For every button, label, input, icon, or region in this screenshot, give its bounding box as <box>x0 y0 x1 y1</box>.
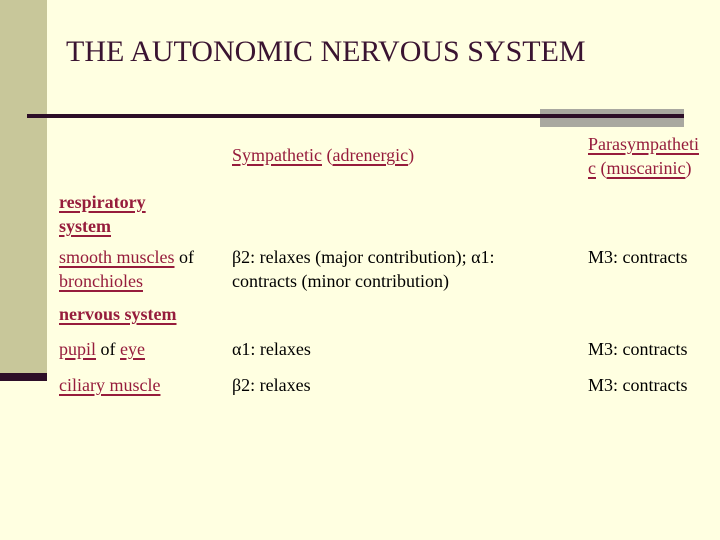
side-accent-bar <box>0 0 47 373</box>
cell-parasympathetic: M3: contracts <box>588 373 719 397</box>
text-run: contracts (minor contribution) <box>232 271 449 291</box>
row-respiratory-system: respiratory system <box>59 190 719 245</box>
text-run: α1: relaxes <box>232 339 311 359</box>
header-sympathetic: Sympathetic (adrenergic) <box>232 128 588 167</box>
text-run: ) <box>685 158 692 178</box>
cell-label: ciliary muscle <box>59 373 232 397</box>
cell-parasympathetic: M3: contracts <box>588 245 719 269</box>
cell-label: smooth muscles of bronchioles <box>59 245 232 293</box>
linked-term[interactable]: bronchioles <box>59 271 143 291</box>
linked-term[interactable]: Parasympatheti <box>588 134 699 154</box>
row-ciliary-muscle: ciliary muscle β2: relaxes M3: contracts <box>59 373 719 397</box>
text-run: M3: contracts <box>588 339 688 359</box>
cell-label: pupil of eye <box>59 337 232 361</box>
linked-term[interactable]: ciliary muscle <box>59 375 161 395</box>
slide-title: THE AUTONOMIC NERVOUS SYSTEM <box>66 35 586 68</box>
row-nervous-system: nervous system <box>59 302 719 337</box>
cell-sympathetic: β2: relaxes (major contribution); α1: con… <box>232 245 588 293</box>
linked-term[interactable]: Sympathetic <box>232 145 322 165</box>
text-run: ) <box>408 145 415 165</box>
text-run: M3: contracts <box>588 247 688 267</box>
cell-label: respiratory system <box>59 190 232 238</box>
text-run: β2: relaxes <box>232 375 311 395</box>
row-pupil-of-eye: pupil of eye α1: relaxes M3: contracts <box>59 337 719 373</box>
linked-term[interactable]: muscarinic <box>606 158 686 178</box>
row-smooth-muscles-bronchioles: smooth muscles of bronchioles β2: relaxes… <box>59 245 719 302</box>
linked-term[interactable]: respiratory <box>59 192 146 212</box>
header-parasympathetic: Parasympatheti c (muscarinic) <box>588 128 719 180</box>
linked-term[interactable]: system <box>59 216 111 236</box>
cell-sympathetic: β2: relaxes <box>232 373 588 397</box>
linked-term[interactable]: adrenergic <box>332 145 409 165</box>
text-run: of <box>174 247 194 267</box>
title-rule <box>27 114 684 118</box>
text-run: ( <box>321 145 333 165</box>
cell-sympathetic: α1: relaxes <box>232 337 588 361</box>
title-rule-endcap <box>540 109 684 127</box>
cell-label: nervous system <box>59 302 232 326</box>
linked-term[interactable]: nervous system <box>59 304 177 324</box>
text-run: of <box>96 339 121 359</box>
side-accent-bar-cap <box>0 373 47 381</box>
linked-term[interactable]: c <box>588 158 596 178</box>
linked-term[interactable]: eye <box>120 339 145 359</box>
text-run: β2: relaxes (major contribution); α1: <box>232 247 495 267</box>
cell-parasympathetic: M3: contracts <box>588 337 719 361</box>
text-run: M3: contracts <box>588 375 688 395</box>
linked-term[interactable]: pupil <box>59 339 97 359</box>
text-run: ( <box>596 158 607 178</box>
linked-term[interactable]: smooth muscles <box>59 247 175 267</box>
